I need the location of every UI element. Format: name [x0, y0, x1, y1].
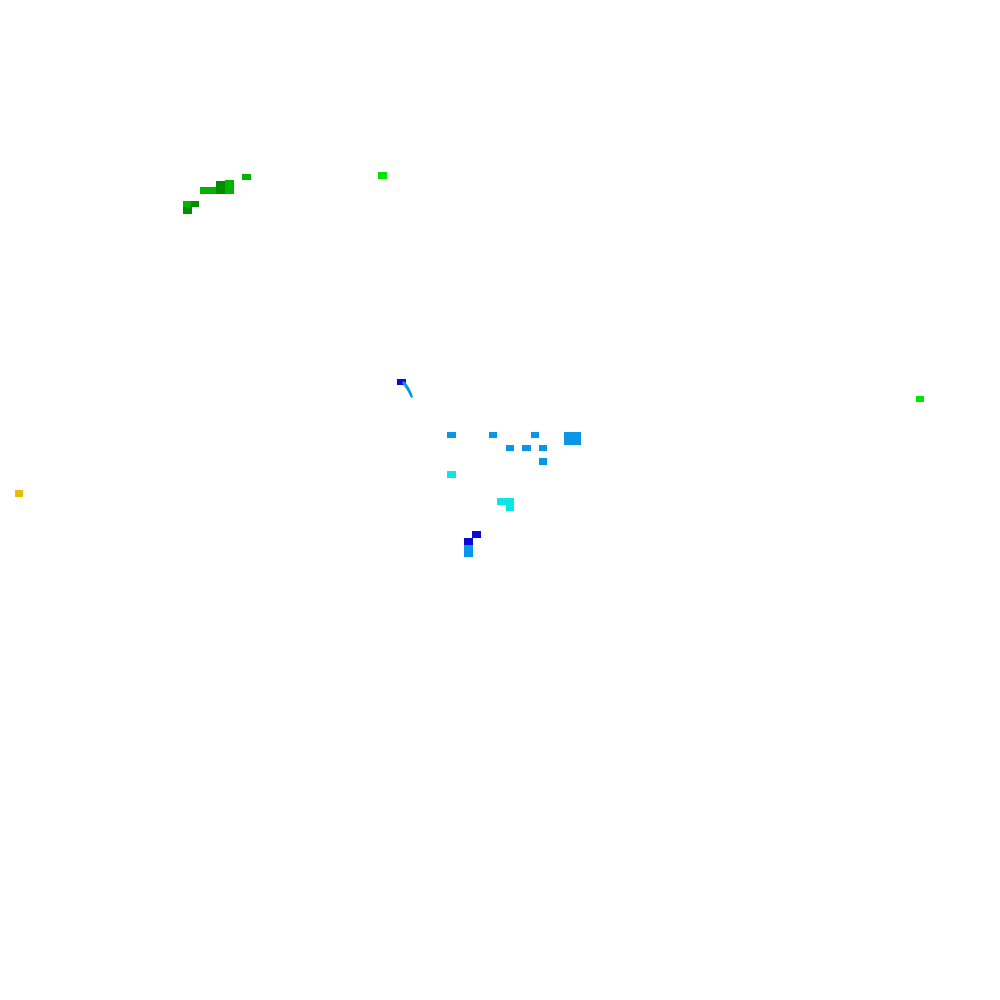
precip-cell	[447, 471, 456, 478]
precip-cell	[472, 531, 481, 538]
precip-cell	[489, 432, 497, 438]
precip-cell	[242, 174, 251, 180]
precip-cell	[497, 498, 514, 505]
precip-cells	[15, 172, 924, 557]
precip-cell	[464, 538, 473, 546]
precip-cell	[522, 445, 531, 451]
precip-cell	[564, 432, 581, 445]
precip-cell	[216, 181, 226, 194]
precip-cell	[531, 432, 539, 438]
precip-cell	[464, 545, 473, 557]
precip-cell	[200, 187, 220, 194]
precip-cell	[183, 201, 192, 209]
precip-cell	[191, 201, 199, 207]
precip-cell	[506, 445, 514, 451]
precip-cell	[447, 432, 456, 438]
precip-cell	[397, 379, 406, 385]
precip-streak	[402, 381, 413, 398]
precip-cell	[15, 490, 23, 497]
precip-cell	[506, 504, 514, 511]
precip-cell	[378, 172, 387, 179]
precip-cell	[225, 180, 234, 194]
precip-cell	[539, 445, 547, 451]
precip-cell	[183, 207, 192, 214]
precip-cell	[539, 458, 547, 465]
precip-cell	[916, 396, 924, 402]
